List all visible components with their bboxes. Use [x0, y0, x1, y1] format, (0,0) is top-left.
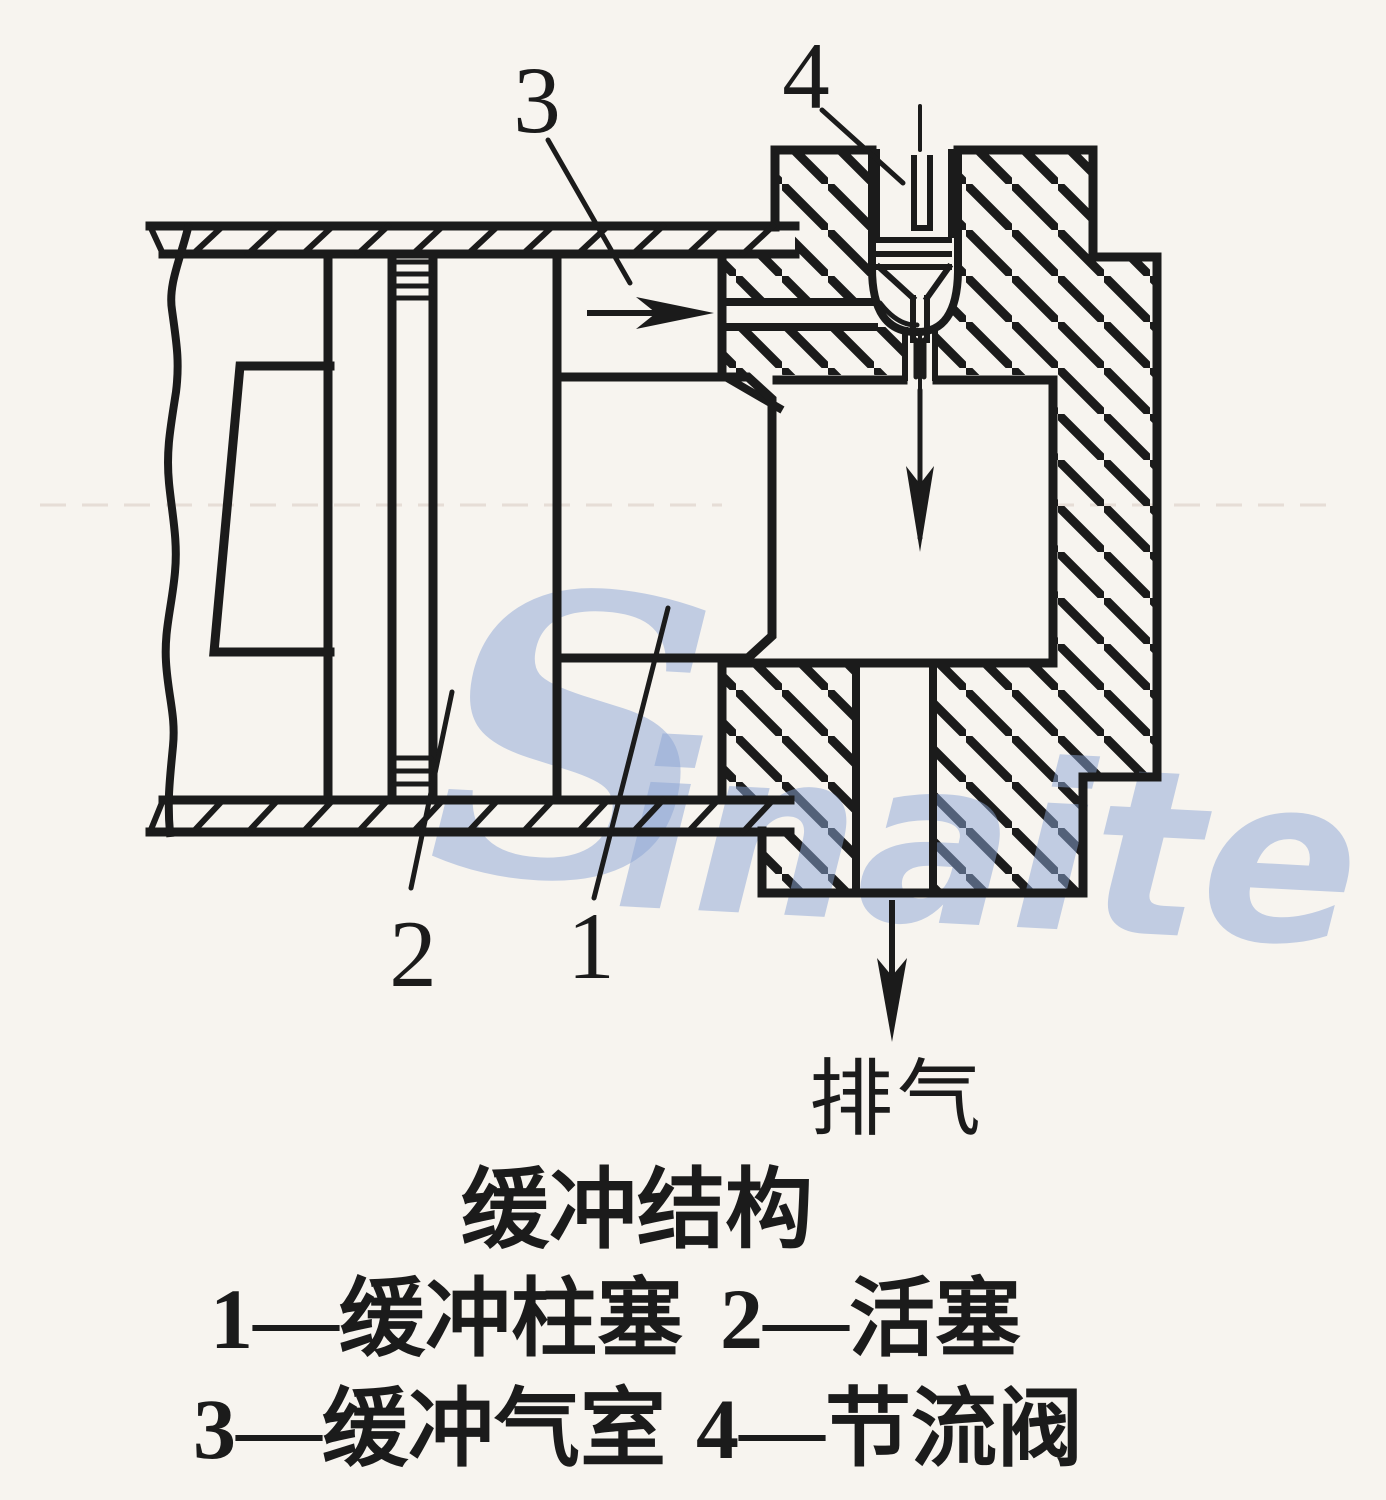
- legend-item-3: 3—缓冲气室: [193, 1381, 666, 1477]
- end-cover-outline: [717, 145, 1162, 898]
- needle-taper: [874, 262, 954, 303]
- caption-title: 缓冲结构: [461, 1163, 813, 1260]
- air-passage-outline: [723, 298, 878, 331]
- figure-text: 3 4 1 2 排气 缓冲结构 1—缓冲柱塞 2—活塞 3—缓冲气室 4—节流阀: [193, 23, 1083, 1477]
- watermark-initial: S: [421, 503, 726, 975]
- needle-shank: [910, 295, 930, 343]
- screw-body-sides: [874, 149, 954, 238]
- leader-line-2: [408, 689, 455, 891]
- needle-tip: [913, 337, 927, 380]
- exhaust-channel-cutout: [856, 663, 933, 891]
- linework: [145, 104, 1162, 1042]
- cylinder-barrel: [145, 221, 800, 838]
- exhaust-label: 排气: [809, 1054, 985, 1147]
- screw-slot: [911, 155, 933, 231]
- screw-threads: [876, 237, 952, 270]
- legend-item-4: 4—节流阀: [696, 1381, 1083, 1477]
- callout-1-cushion-plunger: 1: [567, 893, 615, 999]
- cushion-plunger: [552, 372, 777, 663]
- watermark: S inaite: [421, 503, 1366, 999]
- callout-4-throttle-valve: 4: [782, 23, 830, 129]
- legend-row-1: 1—缓冲柱塞 2—活塞: [210, 1271, 1021, 1367]
- legend-row-2: 3—缓冲气室 4—节流阀: [193, 1381, 1083, 1477]
- barrel-top-wall-hatch-ticks: [188, 221, 778, 259]
- cushion-bore-cutout: [722, 375, 1053, 663]
- legend-item-1: 1—缓冲柱塞: [210, 1271, 683, 1367]
- flow-arrow-into-chamber: [587, 297, 714, 329]
- leader-line-1: [591, 605, 671, 901]
- rod-socket-step: [209, 361, 335, 657]
- leader-line-3: [545, 137, 633, 286]
- exhaust-arrow: [877, 900, 907, 1042]
- flow-arrow-down-valve: [906, 387, 934, 552]
- legend-item-2: 2—活塞: [720, 1271, 1021, 1367]
- throttle-valve: [868, 104, 962, 390]
- leader-line-4: [819, 107, 906, 186]
- watermark-text: inaite: [610, 694, 1366, 999]
- piston-ring-grooves-bottom: [391, 755, 434, 787]
- barrel-bottom-wall-hatch-ticks: [188, 795, 778, 837]
- piston-ring-grooves-top: [391, 259, 434, 301]
- callout-2-piston: 2: [389, 901, 437, 1007]
- callout-3-cushion-chamber: 3: [513, 47, 561, 153]
- cushion-bore-outline: [717, 373, 1058, 895]
- break-line-wavy-edge: [161, 223, 193, 838]
- piston: [209, 249, 562, 805]
